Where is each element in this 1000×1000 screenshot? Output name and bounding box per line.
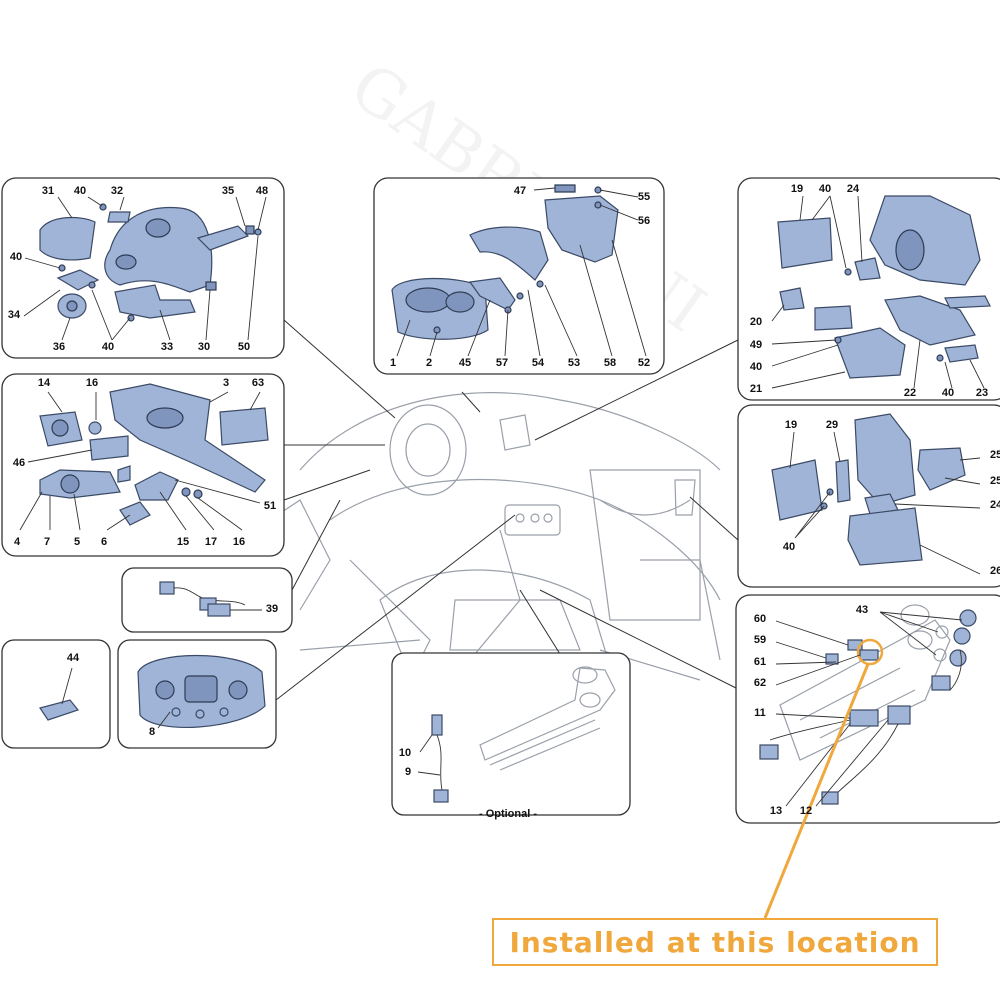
part-number-label: 22 bbox=[904, 387, 916, 399]
part-number-label: 54 bbox=[532, 357, 545, 369]
part-number-label: 16 bbox=[86, 377, 98, 389]
part-number-label: 47 bbox=[514, 185, 526, 197]
optional-caption: - Optional - bbox=[479, 808, 537, 820]
part-number-label: 40 bbox=[102, 341, 114, 353]
part-number-label: 6 bbox=[101, 536, 107, 548]
part-number-label: 11 bbox=[754, 707, 766, 719]
part-number-label: 25 bbox=[990, 449, 1000, 461]
part-number-label: 9 bbox=[405, 766, 411, 778]
part-number-label: 36 bbox=[53, 341, 65, 353]
part-number-label: 49 bbox=[750, 339, 762, 351]
part-number-label: 1 bbox=[390, 357, 396, 369]
part-number-label: 60 bbox=[754, 613, 766, 625]
part-number-label: 19 bbox=[791, 183, 803, 195]
installed-location-callout: Installed at this location bbox=[492, 918, 938, 966]
part-number-label: 59 bbox=[754, 634, 766, 646]
part-number-label: 34 bbox=[8, 309, 21, 321]
part-number-label: 46 bbox=[13, 457, 25, 469]
panel-bracket-44 bbox=[1, 639, 111, 749]
callout-connector bbox=[763, 663, 870, 919]
leader-lines bbox=[275, 319, 741, 701]
part-number-label: 53 bbox=[568, 357, 580, 369]
part-number-label: 51 bbox=[264, 500, 276, 512]
part-number-label: 61 bbox=[754, 656, 766, 668]
part-number-label: 55 bbox=[638, 191, 650, 203]
part-number-label: 23 bbox=[976, 387, 988, 399]
part-number-label: 43 bbox=[856, 604, 868, 616]
part-number-label: 10 bbox=[399, 747, 411, 759]
part-number-label: 4 bbox=[14, 536, 21, 548]
panel-instrument-cluster bbox=[373, 177, 665, 375]
part-number-label: 40 bbox=[750, 361, 762, 373]
part-number-label: 3 bbox=[223, 377, 229, 389]
part-number-label: 19 bbox=[785, 419, 797, 431]
part-number-label: 24 bbox=[990, 499, 1000, 511]
part-number-label: 40 bbox=[942, 387, 954, 399]
part-number-label: 25 bbox=[990, 475, 1000, 487]
part-number-label: 56 bbox=[638, 215, 650, 227]
panel-dashboard-vents-right bbox=[737, 177, 1000, 401]
part-number-label: 21 bbox=[750, 383, 762, 395]
part-number-label: 13 bbox=[770, 805, 782, 817]
part-number-label: 62 bbox=[754, 677, 766, 689]
part-number-label: 31 bbox=[42, 185, 54, 197]
part-number-label: 40 bbox=[783, 541, 795, 553]
part-number-label: 7 bbox=[44, 536, 50, 548]
part-number-label: 52 bbox=[638, 357, 650, 369]
part-number-label: 50 bbox=[238, 341, 250, 353]
part-number-label: 48 bbox=[256, 185, 268, 197]
part-number-label: 16 bbox=[233, 536, 245, 548]
panel-steering-switches bbox=[1, 373, 285, 557]
part-number-label: 12 bbox=[800, 805, 812, 817]
part-number-label: 32 bbox=[111, 185, 123, 197]
part-number-label: 30 bbox=[198, 341, 210, 353]
part-number-label: 20 bbox=[750, 316, 762, 328]
part-number-label: 40 bbox=[74, 185, 86, 197]
part-number-label: 15 bbox=[177, 536, 189, 548]
panel-optional-tunnel bbox=[391, 652, 631, 816]
part-number-label: 24 bbox=[847, 183, 860, 195]
part-number-label: 33 bbox=[161, 341, 173, 353]
part-number-label: 17 bbox=[205, 536, 217, 548]
part-number-label: 29 bbox=[826, 419, 838, 431]
part-number-label: 26 bbox=[990, 565, 1000, 577]
panel-tunnel-switches bbox=[735, 594, 1000, 824]
callout-text: Installed at this location bbox=[509, 925, 921, 959]
part-number-label: 45 bbox=[459, 357, 471, 369]
panel-side-vent-right bbox=[737, 404, 1000, 588]
part-number-label: 40 bbox=[819, 183, 831, 195]
part-number-label: 63 bbox=[252, 377, 264, 389]
part-number-label: 44 bbox=[67, 652, 80, 664]
part-number-label: 40 bbox=[10, 251, 22, 263]
part-number-label: 2 bbox=[426, 357, 432, 369]
part-number-label: 58 bbox=[604, 357, 616, 369]
panel-steering-column-trim bbox=[1, 177, 285, 359]
part-number-label: 57 bbox=[496, 357, 508, 369]
panel-climate-control-8 bbox=[117, 639, 277, 749]
part-number-label: 39 bbox=[266, 603, 278, 615]
part-number-label: 14 bbox=[38, 377, 51, 389]
panel-wiring-39 bbox=[121, 567, 293, 633]
part-number-label: 8 bbox=[149, 726, 155, 738]
part-number-label: 5 bbox=[74, 536, 80, 548]
part-number-label: 35 bbox=[222, 185, 234, 197]
